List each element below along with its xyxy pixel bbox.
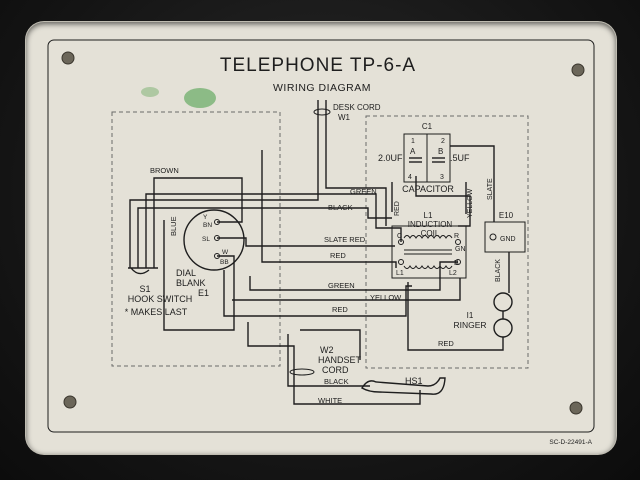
hookswitch-plunger <box>128 267 158 275</box>
capacitor-terminal-a: A <box>410 147 416 156</box>
ground-terminal-icon <box>489 233 497 241</box>
wire-label-black: BLACK <box>495 259 502 282</box>
capacitor-pin-3: 3 <box>440 174 444 181</box>
capacitor-pin-1: 1 <box>411 138 415 145</box>
wire-label-blue: BLUE <box>169 216 178 236</box>
coil-terminal-r: R <box>454 233 459 240</box>
handset-icon <box>361 377 446 395</box>
coil-terminal-l1: L1 <box>396 270 404 277</box>
capacitor-terminal-b: B <box>438 147 443 156</box>
handset-cord-sleeve <box>289 368 315 376</box>
wire-label-red: RED <box>394 201 401 216</box>
coil-winding <box>403 235 453 269</box>
ringer-id: I1 <box>467 311 474 320</box>
dial-terminal-bn: BN <box>203 222 212 229</box>
hookswitch-note: * MAKES LAST <box>125 307 188 317</box>
handset-id: HS1 <box>405 376 423 386</box>
wire-label-brown: BROWN <box>150 166 179 175</box>
dial-terminal-bb: BB <box>220 259 229 266</box>
screw-top-left <box>61 51 75 65</box>
screw-top-right <box>571 63 585 77</box>
wire-label-red: RED <box>330 251 346 260</box>
network-enclosure <box>365 115 529 369</box>
coil-terminal-dot <box>455 239 461 245</box>
capacitor-pin-4: 4 <box>408 174 412 181</box>
handset-cord-id: W2 <box>320 345 334 355</box>
wire-label-black: BLACK <box>324 377 349 386</box>
dial-terminal-sl: SL <box>202 236 210 243</box>
base-enclosure <box>111 111 281 367</box>
ground-label: GND <box>500 236 516 243</box>
coil-terminal-gn: GN <box>455 246 466 253</box>
handset-cord-line2: CORD <box>322 365 349 375</box>
wire-label-yellow: YELLOW <box>370 293 402 302</box>
ringer-coil-top <box>493 292 513 312</box>
capacitor-id: C1 <box>422 122 433 131</box>
ringer-label: RINGER <box>453 320 486 330</box>
diagram-subtitle: WIRING DIAGRAM <box>273 82 371 94</box>
screw-bottom-right <box>569 401 583 415</box>
coil-terminal-dot <box>398 259 404 265</box>
ringer-coil-bottom <box>493 318 513 338</box>
handset-cord-line1: HANDSET <box>318 355 362 365</box>
wire-label-slate: SLATE <box>487 178 494 200</box>
desk-cord-id: W1 <box>338 113 351 122</box>
wire-label-white: WHITE <box>318 396 342 405</box>
ground-id: E10 <box>499 211 514 220</box>
induction-coil-id: L1 <box>424 211 433 220</box>
induction-coil-body <box>391 225 467 279</box>
wire-label-red: RED <box>332 305 348 314</box>
ground-block <box>484 221 526 253</box>
part-number: SC-D-22491-A <box>549 439 592 446</box>
wire-label-red: RED <box>438 339 454 348</box>
coil-terminal-l2: L2 <box>449 270 457 277</box>
wire-label-green: GREEN <box>328 281 355 290</box>
wire-bundle <box>129 145 510 405</box>
wire-label-black: BLACK <box>328 203 353 212</box>
wire-label-slate-red: SLATE RED <box>324 235 366 244</box>
wire-label-yellow: YELLOW <box>467 188 474 218</box>
dial-line1: DIAL <box>176 268 196 278</box>
paint-stain <box>141 87 159 97</box>
desk-cord-sleeve <box>313 108 331 116</box>
diagram-plate <box>26 22 616 454</box>
induction-coil-line2: COIL <box>421 229 440 238</box>
desk-cord-label: DESK CORD <box>333 103 381 112</box>
capacitor-name: CAPACITOR <box>402 184 454 194</box>
diagram-title: TELEPHONE TP-6-A <box>220 55 416 76</box>
coil-terminal-c: C <box>397 233 402 240</box>
dial-terminal-y: Y <box>203 214 208 221</box>
paint-stain <box>184 88 216 108</box>
dial-terminal-w: W <box>222 249 229 256</box>
capacitor-pin-2: 2 <box>441 138 445 145</box>
hookswitch-id: S1 <box>139 284 150 294</box>
dial-id: E1 <box>198 288 209 298</box>
dial-body <box>183 209 245 271</box>
plate-border <box>47 39 595 433</box>
hookswitch-label: HOOK SWITCH <box>128 294 193 304</box>
wire-label-green: GREEN <box>350 187 377 196</box>
induction-coil-line1: INDUCTION <box>408 220 453 229</box>
capacitor-left-value: 2.0UF <box>378 153 403 163</box>
dial-line2: BLANK <box>176 278 206 288</box>
capacitor-right-value: .5UF <box>450 153 470 163</box>
screw-bottom-left <box>63 395 77 409</box>
